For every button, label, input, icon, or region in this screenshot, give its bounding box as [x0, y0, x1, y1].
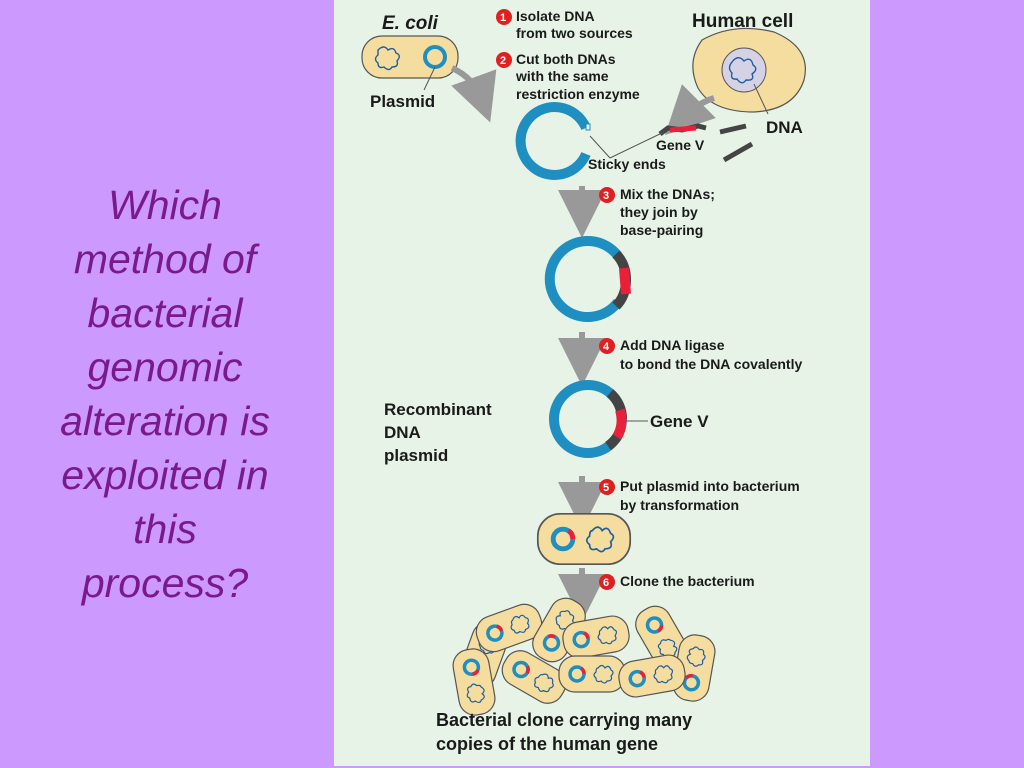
svg-text:Cut both DNAs: Cut both DNAs [516, 51, 616, 67]
svg-text:Add DNA ligase: Add DNA ligase [620, 337, 725, 353]
dna-label: DNA [766, 118, 803, 137]
step-5: 5 Put plasmid into bacterium by transfor… [599, 478, 800, 513]
cut-plasmid [515, 102, 591, 180]
step-1: 1 Isolate DNA from two sources [496, 8, 633, 41]
recombinant-label-3: plasmid [384, 446, 448, 465]
question-line: this [133, 506, 197, 552]
gene-v-fragment [658, 123, 754, 163]
bacterial-clone [448, 590, 720, 720]
question-line: Which [108, 182, 222, 228]
step-4: 4 Add DNA ligase to bond the DNA covalen… [599, 337, 802, 372]
human-cell-label: Human cell [692, 11, 793, 32]
svg-text:4: 4 [603, 341, 610, 353]
svg-text:5: 5 [603, 482, 609, 494]
svg-text:from two sources: from two sources [516, 25, 633, 41]
question-line: process? [81, 560, 249, 606]
transformed-bacterium [538, 514, 630, 564]
clone-caption-2: copies of the human gene [436, 734, 658, 754]
recombinant-plasmid [549, 380, 628, 458]
step-2: 2 Cut both DNAs with the same restrictio… [496, 51, 640, 102]
question-line: method of [73, 236, 257, 282]
recombinant-label-1: Recombinant [384, 400, 492, 419]
sticky-ends-label: Sticky ends [588, 156, 666, 172]
question-line: alteration is [60, 398, 270, 444]
ecoli-label: E. coli [382, 13, 439, 34]
svg-text:Mix the DNAs;: Mix the DNAs; [620, 186, 715, 202]
svg-text:6: 6 [603, 577, 609, 589]
svg-text:Put plasmid into bacterium: Put plasmid into bacterium [620, 478, 800, 494]
plasmid-label: Plasmid [370, 92, 435, 111]
gene-v-label-2: Gene V [650, 412, 709, 431]
svg-text:by transformation: by transformation [620, 497, 739, 513]
step-6: 6 Clone the bacterium [599, 573, 755, 590]
question-line: genomic [87, 344, 243, 390]
question-line: bacterial [87, 290, 243, 336]
svg-text:base-pairing: base-pairing [620, 222, 703, 238]
svg-text:3: 3 [603, 190, 609, 202]
clone-caption-1: Bacterial clone carrying many [436, 710, 692, 730]
ecoli-cell [361, 35, 459, 79]
question-line: exploited in [61, 452, 269, 498]
svg-text:2: 2 [500, 55, 506, 67]
svg-text:Isolate DNA: Isolate DNA [516, 8, 595, 24]
svg-text:restriction enzyme: restriction enzyme [516, 86, 640, 102]
svg-text:they join by: they join by [620, 204, 698, 220]
svg-text:1: 1 [500, 12, 506, 24]
recombinant-label-2: DNA [384, 423, 421, 442]
svg-text:with the same: with the same [515, 68, 609, 84]
human-cell [692, 27, 806, 113]
gene-v-label: Gene V [656, 137, 705, 153]
svg-text:to bond the DNA covalently: to bond the DNA covalently [620, 356, 802, 372]
joined-plasmid [544, 236, 632, 322]
question-text: Which method of bacterial genomic altera… [30, 178, 300, 610]
step-3: 3 Mix the DNAs; they join by base-pairin… [599, 186, 715, 238]
genetic-engineering-diagram: E. coli Plasmid Human cell DNA 1 Isolate… [334, 0, 870, 766]
svg-text:Clone the bacterium: Clone the bacterium [620, 573, 755, 589]
